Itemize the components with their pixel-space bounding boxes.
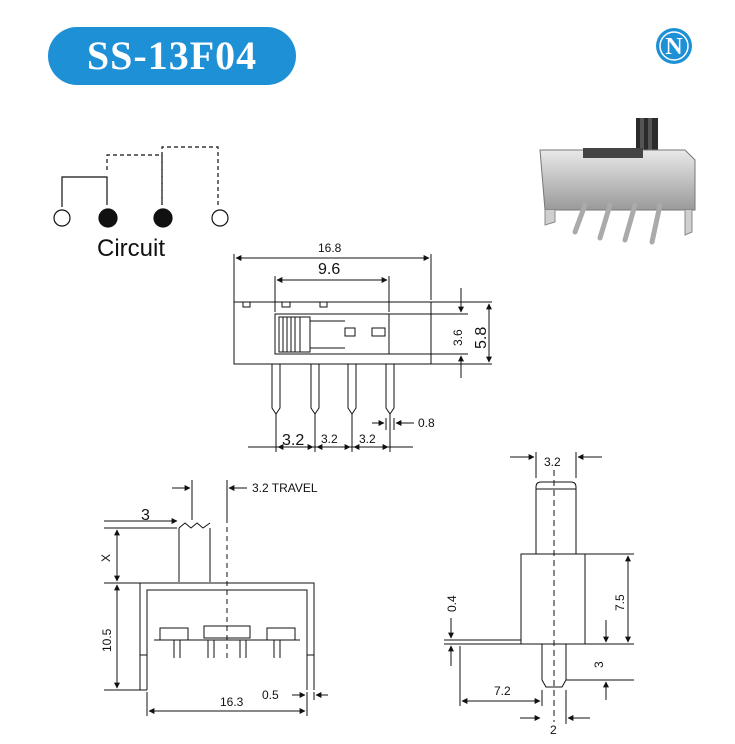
circuit-label: Circuit: [97, 235, 165, 262]
logo-letter: N: [665, 34, 683, 60]
circuit-terminal-4: [211, 209, 229, 227]
dim-actuator-offset: 3: [141, 507, 150, 524]
circuit-terminal-2: [98, 208, 118, 228]
dim-body-height: 10.5: [100, 628, 114, 652]
circuit-terminal-1: [53, 209, 71, 227]
dim-front-pitch-2: 3.2: [321, 432, 338, 446]
side-view: [444, 452, 634, 724]
dim-pin-offset: 0.5: [262, 688, 279, 702]
circuit-terminal-3: [153, 208, 173, 228]
dim-front-9-6: 9.6: [318, 261, 340, 278]
front-view: [233, 254, 492, 452]
dim-front-5-8: 5.8: [473, 327, 490, 349]
dim-side-7-5: 7.5: [613, 594, 627, 611]
dim-body-width: 16.3: [220, 695, 244, 709]
brand-logo-icon: N: [656, 28, 692, 64]
dim-front-pitch-3: 3.2: [359, 432, 376, 446]
dim-front-pitch-1: 3.2: [282, 432, 304, 449]
bottom-left-view: [104, 480, 328, 716]
circuit-schematic: [53, 146, 229, 228]
dim-actuator-height: X: [99, 554, 113, 562]
dim-side-3-2: 3.2: [544, 455, 561, 469]
front-pins: [271, 364, 395, 415]
dim-side-2: 2: [550, 723, 557, 737]
product-illustration: [539, 118, 696, 245]
dim-front-3-6: 3.6: [451, 329, 465, 346]
dim-front-0-8: 0.8: [418, 416, 435, 430]
dim-front-16-8: 16.8: [318, 241, 342, 255]
dim-side-7-2: 7.2: [494, 684, 511, 698]
dim-side-0-4: 0.4: [445, 595, 459, 612]
dim-side-3: 3: [592, 661, 606, 668]
dim-travel: 3.2 TRAVEL: [252, 481, 318, 495]
product-title: SS-13F04: [86, 33, 258, 78]
title-badge: SS-13F04: [48, 27, 296, 85]
